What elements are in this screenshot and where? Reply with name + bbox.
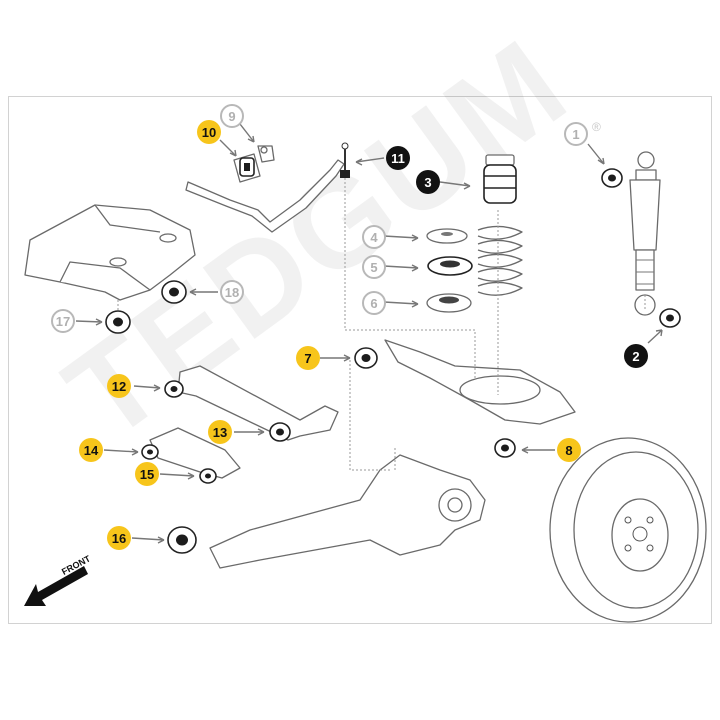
spring-seat-parts <box>426 228 473 313</box>
callout-15: 15 <box>135 462 159 486</box>
callout-6: 6 <box>362 291 386 315</box>
callout-10: 10 <box>197 120 221 144</box>
stabilizer-bushing-part <box>233 145 275 183</box>
callout-13: 13 <box>208 420 232 444</box>
wheel <box>549 437 707 623</box>
subframe <box>24 204 196 301</box>
callout-16: 16 <box>107 526 131 550</box>
lateral-link-upper <box>164 365 339 442</box>
subframe-bushings <box>105 280 187 334</box>
callout-14: 14 <box>79 438 103 462</box>
callout-9: 9 <box>220 104 244 128</box>
callout-2: 2 <box>624 344 648 368</box>
callout-7: 7 <box>296 346 320 370</box>
callout-12: 12 <box>107 374 131 398</box>
upper-control-arm <box>354 339 576 425</box>
assembly-leads <box>117 178 646 471</box>
callout-5: 5 <box>362 255 386 279</box>
lateral-link-lower <box>141 427 241 484</box>
front-arrow-icon <box>24 566 88 606</box>
callout-1: 1 <box>564 122 588 146</box>
callout-8: 8 <box>557 438 581 462</box>
coil-spring <box>477 225 523 296</box>
bump-stop-part <box>483 154 517 204</box>
callout-18: 18 <box>220 280 244 304</box>
callout-arrows <box>75 123 663 544</box>
callout-3: 3 <box>416 170 440 194</box>
callout-11: 11 <box>386 146 410 170</box>
trailing-arm <box>167 454 486 569</box>
stabilizer-bar <box>185 159 345 233</box>
shock-absorber <box>629 151 661 316</box>
callout-17: 17 <box>51 309 75 333</box>
shock-bushings <box>601 168 681 328</box>
registered-mark: ® <box>592 120 601 134</box>
stabilizer-link-part <box>340 142 350 178</box>
bushing-8-part <box>494 438 516 458</box>
callout-4: 4 <box>362 225 386 249</box>
diagram-frame <box>8 96 712 624</box>
